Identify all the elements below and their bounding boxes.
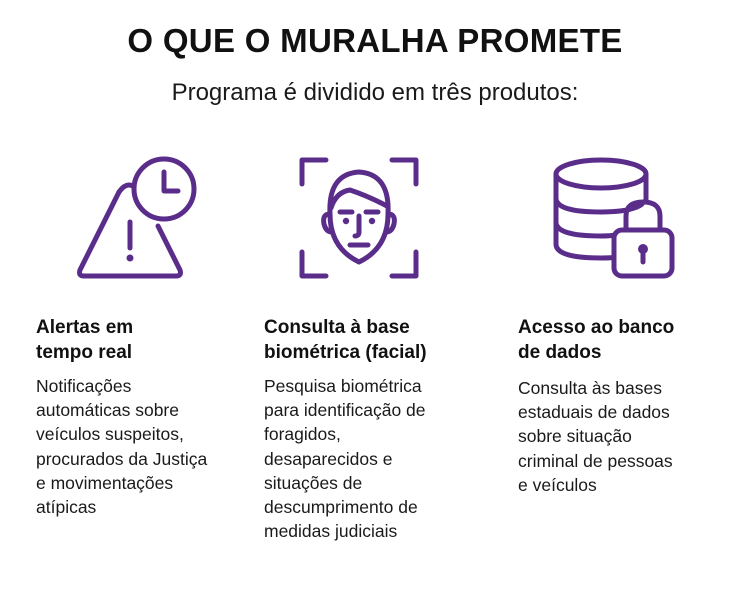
warning-clock-icon [74, 152, 204, 285]
product-desc-alerts: Notificações automáticas sobre veículos … [36, 376, 208, 518]
product-desc-database: Consulta às bases estaduais de dados sob… [518, 378, 673, 495]
page-title: O QUE O MURALHA PROMETE [127, 22, 623, 59]
database-lock-icon [552, 152, 678, 287]
face-scan-icon [298, 156, 420, 285]
product-title-alerts: Alertas em tempo real [36, 317, 134, 363]
product-title-database: Acesso ao banco de dados [518, 317, 675, 363]
product-desc-biometric: Pesquisa biométrica para identificação d… [264, 376, 426, 542]
product-title-biometric: Consulta à base biométrica (facial) [264, 317, 427, 363]
page-subtitle: Programa é dividido em três produtos: [171, 79, 579, 106]
